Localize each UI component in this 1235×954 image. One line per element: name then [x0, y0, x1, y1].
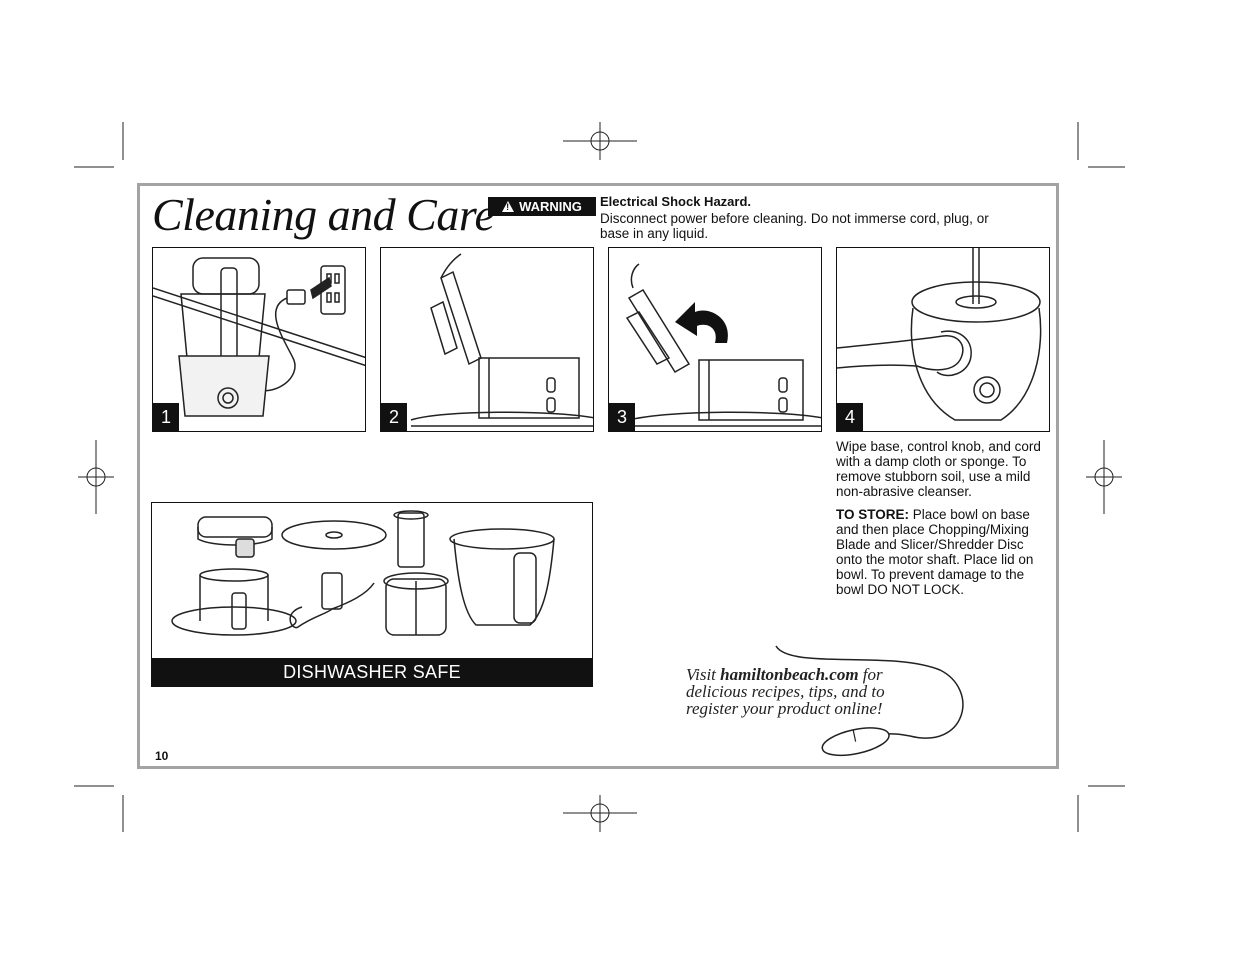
step-4-illustration: 4 — [836, 247, 1050, 432]
store-instructions: TO STORE: Place bowl on base and then pl… — [836, 507, 1051, 597]
store-text: Place bowl on base and then place Choppi… — [836, 507, 1034, 597]
dishwasher-parts-drawing — [171, 510, 555, 636]
warning-icon — [502, 201, 515, 212]
food-processor-unplug-drawing — [153, 257, 365, 417]
website-link[interactable]: hamiltonbeach.com — [720, 665, 859, 684]
mouse-cord — [775, 645, 964, 739]
lid-rotate-drawing — [625, 263, 821, 427]
step-number-2: 2 — [381, 403, 407, 431]
page-frame — [137, 183, 1059, 769]
mouse-cord-drawing — [775, 645, 964, 757]
wipe-base-drawing — [837, 248, 1042, 421]
wipe-instructions: Wipe base, control knob, and cord with a… — [836, 439, 1041, 499]
computer-mouse-icon — [821, 727, 890, 757]
dishwasher-safe-label: DISHWASHER SAFE — [152, 658, 592, 686]
page-number: 10 — [155, 749, 169, 763]
step-number-1: 1 — [153, 403, 179, 431]
step-2-illustration: 2 — [380, 247, 594, 432]
step-1-illustration: 1 — [152, 247, 366, 432]
warning-label: WARNING — [519, 199, 582, 214]
page-title: Cleaning and Care — [152, 189, 495, 240]
rotate-arrow-icon — [675, 302, 728, 343]
hazard-text: Disconnect power before cleaning. Do not… — [600, 211, 989, 241]
store-label: TO STORE: — [836, 507, 910, 522]
dishwasher-parts-panel: DISHWASHER SAFE — [151, 502, 593, 687]
step-number-3: 3 — [609, 403, 635, 431]
lid-removal-drawing — [410, 253, 593, 427]
warning-badge: WARNING — [488, 197, 596, 216]
visit-suffix: for delicious recipes, tips, and to regi… — [686, 665, 885, 718]
website-promo: Visit hamiltonbeach.com for delicious re… — [686, 666, 926, 717]
visit-prefix: Visit — [686, 665, 721, 684]
step-number-4: 4 — [837, 403, 863, 431]
hazard-title: Electrical Shock Hazard. — [600, 194, 752, 209]
step-3-illustration: 3 — [608, 247, 822, 432]
